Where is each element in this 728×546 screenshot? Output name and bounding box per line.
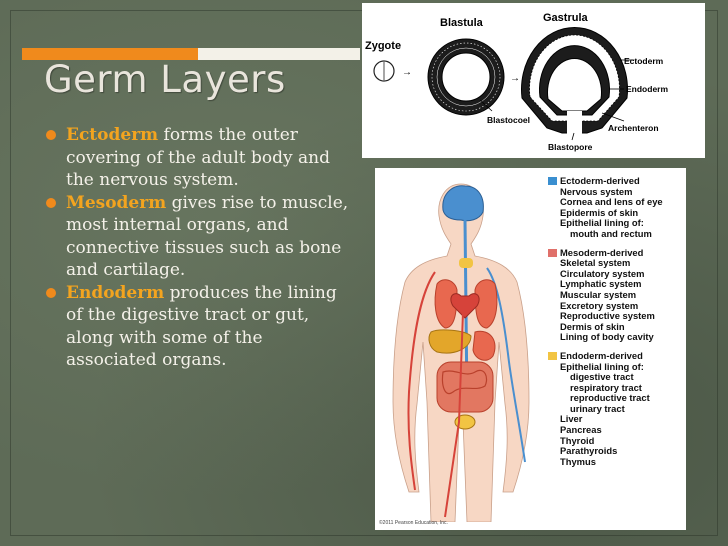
endoderm-swatch-icon [548, 352, 557, 361]
label-blastopore: Blastopore [548, 142, 593, 152]
legend-item: Thymus [560, 455, 596, 467]
legend-item: Epithelial lining of: [560, 217, 644, 229]
bullet-term: Ectoderm [66, 125, 159, 145]
legend-group-endoderm: Endoderm-derived Epithelial lining of: d… [548, 349, 683, 468]
legend-item: Epidermis of skin [560, 206, 639, 218]
legend-item: Circulatory system [560, 267, 645, 279]
bullet-item-ectoderm: Ectoderm forms the outer covering of the… [46, 124, 351, 192]
label-blastula: Blastula [440, 17, 484, 29]
title-accent-bar-white [198, 48, 360, 60]
embryo-diagram: Zygote → Blastula → Blastocoel Gastrula … [365, 12, 668, 152]
legend-item: Lymphatic system [560, 278, 642, 290]
bullet-dot-icon [46, 130, 56, 140]
legend-subitem: reproductive tract [570, 392, 650, 404]
brain-icon [442, 185, 484, 222]
left-lung-icon [434, 279, 458, 329]
artery-left-leg-icon [444, 311, 464, 518]
intestines-coil-icon [441, 369, 488, 395]
label-archenteron: Archenteron [608, 123, 659, 133]
bullet-term: Mesoderm [66, 192, 167, 213]
bullet-list: Ectoderm forms the outer covering of the… [46, 124, 351, 372]
legend-heading-text: Endoderm-derived [560, 349, 643, 361]
legend-item: Pancreas [560, 424, 602, 436]
legend-item: Excretory system [560, 299, 639, 311]
legend-item: Thyroid [560, 434, 595, 446]
legend-heading-endoderm: Endoderm-derived [548, 349, 683, 362]
intestines-icon [436, 361, 494, 413]
legend-subitem: urinary tract [570, 402, 625, 414]
bullet-item-endoderm: Endoderm produces the lining of the dige… [46, 282, 351, 372]
legend-item: Skeletal system [560, 257, 631, 269]
bullet-text: forms the outer covering of the adult bo… [66, 125, 331, 190]
bullet-dot-icon [46, 287, 56, 298]
germ-layer-legend: Ectoderm-derived Nervous system Cornea a… [548, 175, 683, 475]
legend-group-ectoderm: Ectoderm-derived Nervous system Cornea a… [548, 175, 683, 240]
thyroid-icon [459, 258, 473, 268]
legend-item: Lining of body cavity [560, 331, 654, 343]
artery-left-arm-icon [407, 271, 436, 491]
legend-item: Muscular system [560, 288, 637, 300]
bullet-item-mesoderm: Mesoderm gives rise to muscle, most inte… [46, 192, 351, 282]
human-body-illustration [392, 183, 530, 522]
blastula-cavity [441, 52, 491, 102]
blastopore-pointer [571, 132, 575, 141]
legend-item: Nervous system [560, 185, 633, 197]
title-accent-bar-orange [22, 48, 198, 60]
slide-title: Germ Layers [44, 58, 286, 101]
legend-item: Cornea and lens of eye [560, 196, 663, 208]
legend-subitem: mouth and rectum [570, 227, 652, 239]
bullet-dot-icon [46, 197, 56, 208]
arrow-glyph: → [510, 73, 520, 84]
legend-item: Liver [560, 413, 583, 425]
legend-subitem: respiratory tract [570, 381, 642, 393]
bullet-text: gives rise to muscle, most internal orga… [66, 192, 349, 281]
legend-heading-mesoderm: Mesoderm-derived [548, 246, 683, 259]
arrow-glyph: → [402, 67, 412, 78]
legend-subitem: digestive tract [570, 371, 634, 383]
legend-item: Epithelial lining of: [560, 360, 644, 372]
label-endoderm: Endoderm [626, 84, 668, 94]
copyright-notice: ©2011 Pearson Education, Inc. [379, 520, 448, 526]
label-ectoderm: Ectoderm [624, 56, 664, 66]
archenteron-pointer [601, 112, 625, 122]
label-gastrula: Gastrula [543, 12, 589, 24]
legend-heading-ectoderm: Ectoderm-derived [548, 175, 683, 187]
heart-icon [450, 293, 480, 319]
legend-item: Dermis of skin [560, 320, 625, 332]
label-zygote: Zygote [365, 40, 401, 52]
stomach-icon [472, 330, 496, 361]
legend-heading-text: Mesoderm-derived [560, 246, 644, 258]
bullet-term: Endoderm [66, 282, 165, 303]
legend-heading-text: Ectoderm-derived [560, 175, 640, 186]
legend-group-mesoderm: Mesoderm-derived Skeletal system Circula… [548, 246, 683, 343]
embryo-development-figure: Zygote → Blastula → Blastocoel Gastrula … [362, 3, 705, 158]
right-lung-icon [474, 279, 498, 329]
anatomy-figure: Ectoderm-derived Nervous system Cornea a… [375, 168, 686, 530]
blastocoel-pointer [479, 99, 493, 112]
bullet-text: produces the lining of the digestive tra… [66, 282, 337, 371]
gastrula-archenteron [547, 58, 602, 112]
legend-item: Reproductive system [560, 310, 655, 322]
blastula-cell-texture [431, 42, 501, 112]
mesoderm-swatch-icon [548, 248, 557, 257]
legend-item: Parathyroids [560, 445, 618, 457]
label-blastocoel: Blastocoel [487, 115, 530, 125]
ectoderm-swatch-icon [548, 177, 557, 186]
blastopore-opening [567, 111, 582, 135]
